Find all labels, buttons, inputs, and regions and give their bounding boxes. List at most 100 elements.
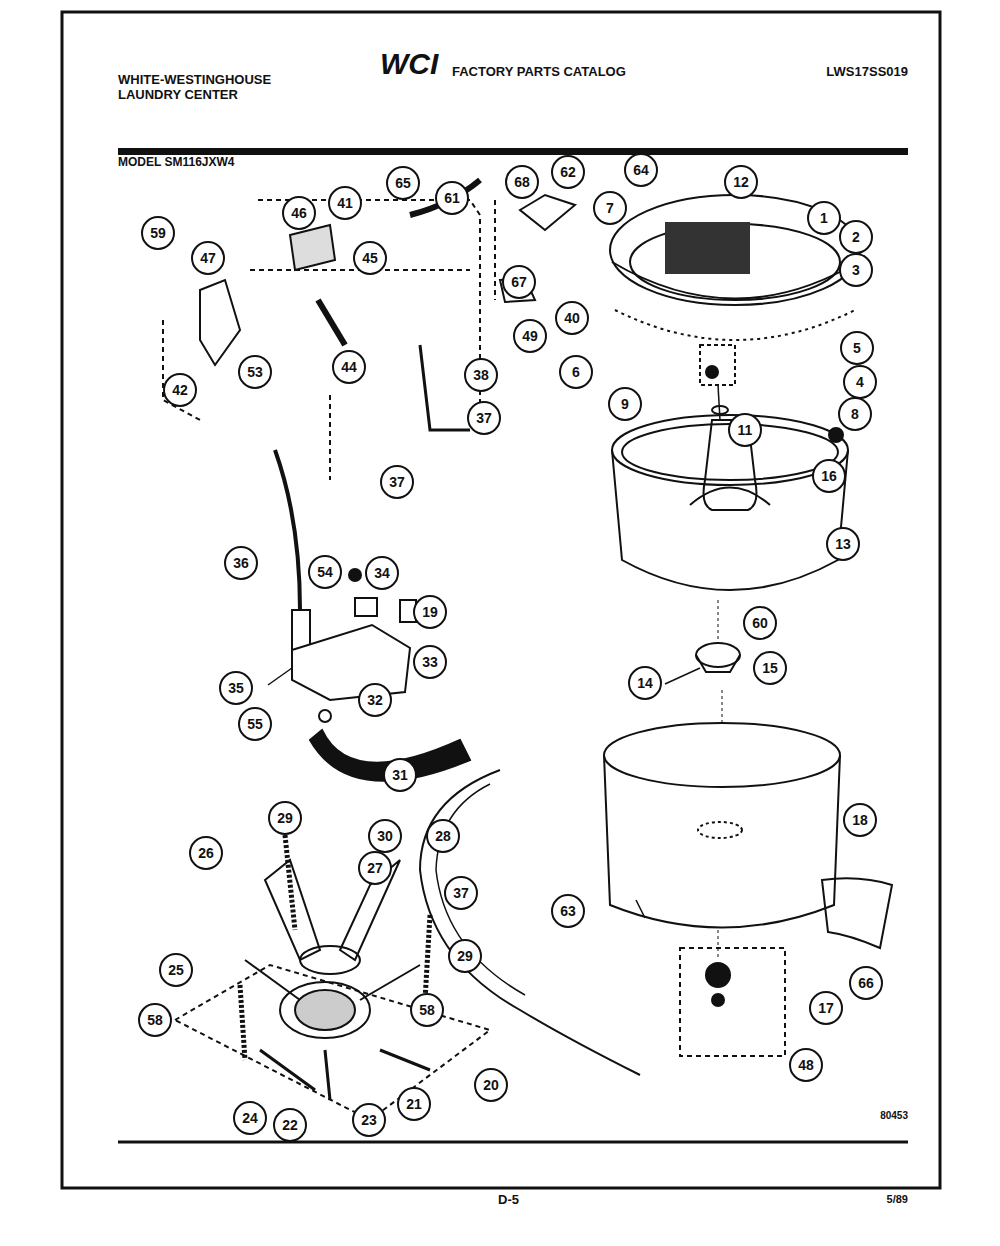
callout-number: 58 (138, 1003, 172, 1037)
header-text: MODEL SM116JXW4 (118, 156, 234, 169)
callout-number: 37 (467, 401, 501, 435)
pump-assembly (268, 450, 470, 781)
callout-number: 30 (368, 819, 402, 853)
callout-number: 62 (551, 155, 585, 189)
callout-number: 4 (843, 365, 877, 399)
callout-text: 20 (483, 1078, 499, 1092)
callout-number: 5 (840, 331, 874, 365)
control-panel (163, 180, 575, 480)
hose-arc (420, 770, 640, 1075)
callout-number: 16 (812, 459, 846, 493)
callout-text: 11 (738, 423, 753, 437)
callout-number: 19 (413, 595, 447, 629)
callout-text: 47 (200, 251, 216, 265)
callout-number: 29 (268, 801, 302, 835)
callout-text: 45 (362, 251, 378, 265)
callout-number: 32 (358, 683, 392, 717)
callout-number: 11 (728, 413, 762, 447)
callout-text: 15 (762, 661, 778, 675)
callout-number: 26 (189, 836, 223, 870)
callout-number: 31 (383, 758, 417, 792)
callout-text: 29 (457, 949, 473, 963)
callout-number: 23 (352, 1103, 386, 1137)
footer-rule (118, 1141, 908, 1144)
callout-text: 25 (168, 963, 184, 977)
callout-text: 68 (514, 175, 530, 189)
header-text: WHITE-WESTINGHOUSE (118, 73, 271, 87)
callout-text: 67 (511, 275, 527, 289)
callout-number: 59 (141, 216, 175, 250)
callout-number: 64 (624, 153, 658, 187)
callout-number: 60 (743, 606, 777, 640)
callout-number: 36 (224, 546, 258, 580)
callout-text: 46 (291, 206, 307, 220)
tub-ring (610, 180, 860, 340)
callout-text: 14 (637, 676, 653, 690)
callout-text: 32 (367, 693, 383, 707)
callout-number: 44 (332, 350, 366, 384)
callout-number: 61 (435, 181, 469, 215)
callout-text: 9 (621, 397, 629, 411)
callout-number: 21 (397, 1087, 431, 1121)
callout-text: 35 (228, 681, 244, 695)
header-text: LAUNDRY CENTER (118, 88, 238, 102)
callout-text: 66 (858, 976, 874, 990)
callout-number: 35 (219, 671, 253, 705)
callout-number: 48 (789, 1048, 823, 1082)
callout-text: 54 (317, 565, 333, 579)
header-text: FACTORY PARTS CATALOG (452, 65, 626, 79)
callout-number: 29 (448, 939, 482, 973)
callout-number: 27 (358, 851, 392, 885)
header-text: LWS17SS019 (826, 65, 908, 79)
callout-number: 28 (426, 819, 460, 853)
drain-parts (680, 930, 785, 1056)
callout-text: 26 (198, 846, 214, 860)
callout-number: 25 (159, 953, 193, 987)
callout-number: 68 (505, 165, 539, 199)
header-text: 5/89 (887, 1194, 908, 1206)
callout-number: 47 (191, 241, 225, 275)
callout-number: 66 (849, 966, 883, 1000)
callout-number: 6 (559, 355, 593, 389)
callout-text: 30 (377, 829, 393, 843)
callout-text: 17 (818, 1001, 834, 1015)
agitator-parts (700, 345, 735, 420)
callout-text: 64 (633, 163, 649, 177)
callout-text: 13 (835, 537, 851, 551)
callout-text: 62 (560, 165, 576, 179)
callout-text: 3 (852, 263, 860, 277)
callout-number: 37 (444, 876, 478, 910)
callout-text: 37 (476, 411, 492, 425)
callout-text: 22 (282, 1118, 298, 1132)
callout-text: 24 (242, 1111, 258, 1125)
callout-number: 42 (163, 373, 197, 407)
callout-text: 29 (277, 811, 293, 825)
callout-text: 4 (856, 375, 864, 389)
callout-number: 54 (308, 555, 342, 589)
callout-text: 2 (852, 230, 860, 244)
basket-hub (665, 600, 740, 684)
callout-number: 55 (238, 707, 272, 741)
callout-text: 31 (392, 768, 408, 782)
callout-number: 24 (233, 1101, 267, 1135)
callout-text: 36 (233, 556, 249, 570)
callout-number: 41 (328, 186, 362, 220)
callout-number: 22 (273, 1108, 307, 1142)
callout-text: 58 (147, 1013, 163, 1027)
callout-number: 46 (282, 196, 316, 230)
callout-text: 63 (560, 904, 576, 918)
callout-text: 18 (852, 813, 868, 827)
callout-text: 27 (367, 861, 383, 875)
callout-number: 18 (843, 803, 877, 837)
callout-text: 7 (606, 201, 614, 215)
callout-number: 3 (839, 253, 873, 287)
callout-text: 1 (820, 211, 828, 225)
header-text: D-5 (498, 1193, 519, 1207)
callout-number: 58 (410, 993, 444, 1027)
callout-number: 67 (502, 265, 536, 299)
callout-text: 16 (821, 469, 837, 483)
header-rule (118, 148, 908, 155)
page-frame (62, 12, 940, 1188)
callout-text: 6 (572, 365, 580, 379)
callout-number: 65 (386, 166, 420, 200)
